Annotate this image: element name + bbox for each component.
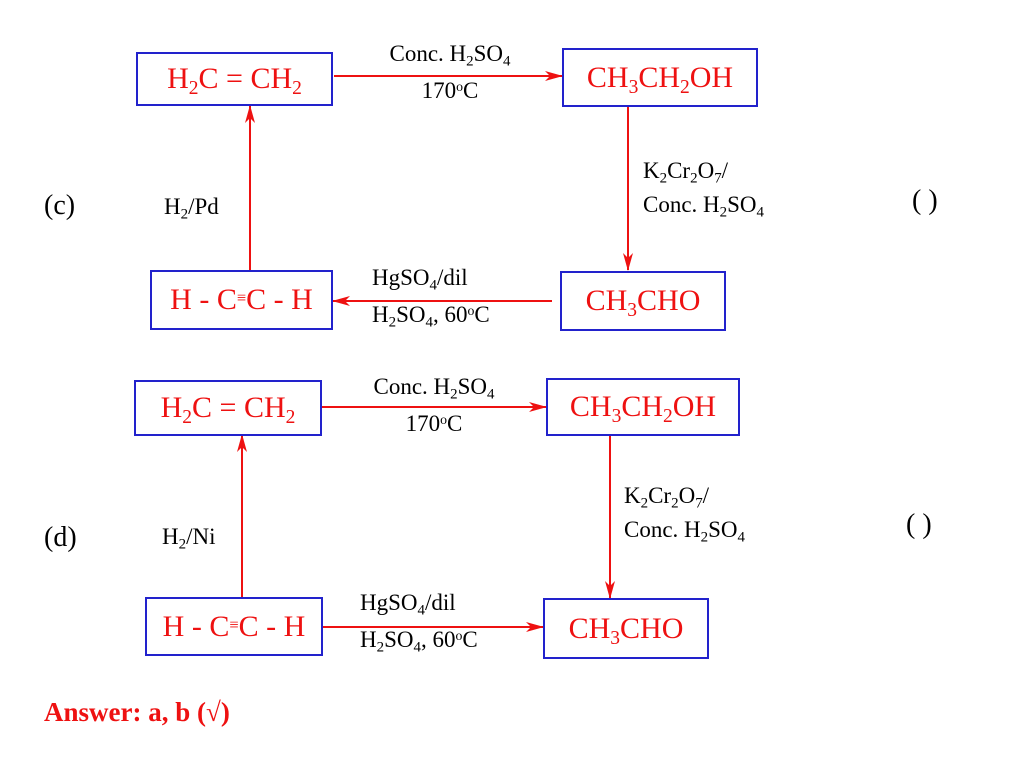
- answer-checkbox[interactable]: ( ): [906, 509, 932, 540]
- ethanol-formula: CH3CH2OH: [569, 390, 717, 427]
- ethanal-box: CH3CHO: [560, 271, 726, 331]
- reduction-reagent: H2/Ni: [162, 524, 216, 553]
- oxidation-reagent-line1: K2Cr2O7/: [643, 158, 729, 187]
- ethanol-formula: CH3CH2OH: [586, 60, 734, 98]
- reaction-arrows: [237, 402, 615, 632]
- scheme-d: (d) ( ) H2C = CH2 CH3CH2OH CH3CHO H - C≡…: [0, 330, 1024, 660]
- ethene-box: H2C = CH2: [136, 52, 333, 106]
- ethanol-box: CH3CH2OH: [562, 48, 758, 107]
- ethanol-box: CH3CH2OH: [546, 378, 740, 436]
- ethanal-box: CH3CHO: [543, 598, 709, 659]
- oxidation-reagent-line2: Conc. H2SO4: [643, 192, 765, 221]
- ethyne-formula: H - C≡C - H: [162, 609, 306, 643]
- answer-close: ): [220, 697, 230, 727]
- dehydration-reagent-line1: Conc. H2SO4: [373, 374, 495, 403]
- answer-checkbox[interactable]: ( ): [912, 185, 938, 216]
- option-label: (d): [44, 522, 77, 553]
- ethyne-formula: H - C≡C - H: [170, 283, 313, 316]
- dehydration-condition: 170oC: [421, 78, 479, 103]
- answer-line: Answer: a, b (√): [44, 697, 230, 728]
- ethene-box: H2C = CH2: [134, 380, 322, 436]
- oxidation-reagent-line2: Conc. H2SO4: [624, 517, 746, 546]
- checkmark-icon: √: [206, 697, 221, 727]
- ethyne-box: H - C≡C - H: [150, 270, 333, 330]
- oxidation-reagent-line1: K2Cr2O7/: [624, 483, 710, 512]
- hydration-reagent: HgSO4/dil H2SO4, 60oC: [372, 264, 490, 331]
- answer-label: Answer: a, b (: [44, 697, 206, 727]
- hydration-reagent: HgSO4/dil H2SO4, 60oC: [360, 589, 478, 656]
- reaction-arrows: [245, 71, 633, 306]
- hydration-reagent-line2: H2SO4, 60oC: [360, 627, 478, 656]
- ethene-formula: H2C = CH2: [160, 391, 296, 428]
- dehydration-condition: 170oC: [405, 411, 463, 436]
- hydration-reagent-line2: H2SO4, 60oC: [372, 302, 490, 331]
- ethanal-formula: CH3CHO: [568, 611, 684, 649]
- oxidation-reagent: K2Cr2O7/ Conc. H2SO4: [624, 482, 746, 546]
- dehydration-reagent-line1: Conc. H2SO4: [389, 41, 511, 70]
- dehydration-reagent: Conc. H2SO4 170oC: [334, 373, 534, 438]
- ethene-formula: H2C = CH2: [167, 62, 302, 99]
- option-label: (c): [44, 190, 76, 221]
- scheme-c: (c) ( ) H2C = CH2 CH3CH2OH CH3CHO H - C≡…: [0, 0, 1024, 331]
- hydration-reagent-line1: HgSO4/dil: [372, 265, 468, 294]
- ethyne-box: H - C≡C - H: [145, 597, 323, 656]
- hydration-reagent-line1: HgSO4/dil: [360, 590, 456, 619]
- oxidation-reagent: K2Cr2O7/ Conc. H2SO4: [643, 157, 765, 221]
- reduction-reagent: H2/Pd: [164, 194, 219, 223]
- dehydration-reagent: Conc. H2SO4 170oC: [350, 40, 550, 105]
- ethanal-formula: CH3CHO: [585, 284, 701, 321]
